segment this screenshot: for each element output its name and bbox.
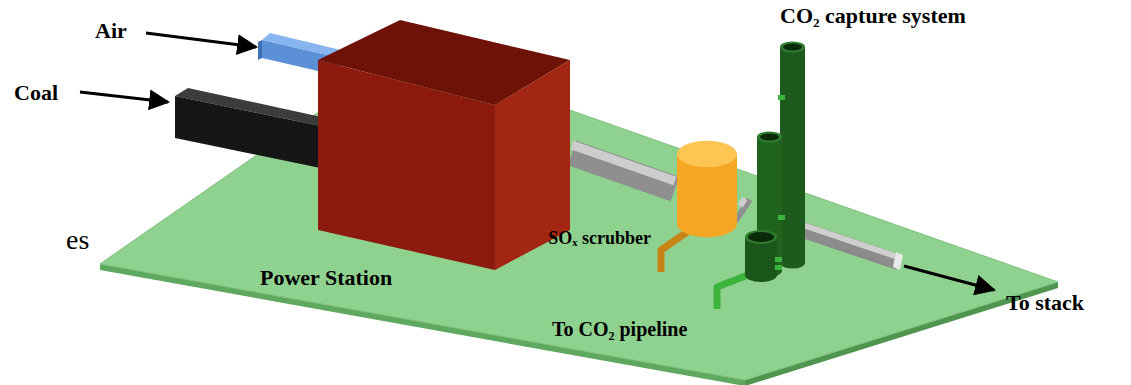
coal-arrow (80, 92, 168, 102)
column-link (778, 95, 785, 100)
flue-gas-duct (572, 145, 675, 189)
co2-capture-system: CO₂ capture system (745, 35, 810, 285)
node-label: Power Station (260, 265, 392, 290)
flash-column-opening (748, 232, 774, 242)
flash-column-top (745, 230, 777, 244)
air-arrow (146, 33, 256, 47)
co2-capture-system-shape (745, 35, 810, 285)
column-link (775, 257, 782, 262)
duct-highlight (740, 201, 745, 204)
scrubber-vessel-top (677, 141, 737, 167)
stack-duct (800, 229, 898, 262)
duct-highlight (572, 145, 675, 181)
power-station: Power Station (300, 15, 572, 315)
air-duct (258, 40, 262, 60)
ground-board (100, 52, 1058, 380)
duct-connector (740, 209, 745, 212)
sox-scrubber: SOₓ scrubber (675, 140, 740, 240)
stack-arrow (904, 266, 994, 290)
slide-text-fragment: es (66, 224, 89, 256)
column-link (778, 215, 785, 220)
stripper-column-opening (760, 134, 779, 141)
input-label: Air (95, 18, 127, 43)
sox-scrubber-shape (675, 140, 740, 240)
stripper-column-top (757, 132, 782, 143)
absorber-column (780, 258, 805, 269)
stack-duct (800, 224, 898, 257)
scrubber-outlet-pipe (661, 228, 693, 272)
flash-column (745, 268, 777, 282)
station-front (318, 60, 495, 270)
flue-gas-duct (740, 201, 745, 212)
coal-duct (175, 96, 330, 170)
absorber-column-top (780, 42, 805, 53)
input-label: Coal (14, 80, 58, 105)
absorber-column-opening (783, 44, 802, 51)
absorber-column (780, 47, 805, 263)
node-label: SOₓ scrubber (548, 228, 651, 249)
duct-end (893, 252, 903, 270)
column-link (775, 265, 782, 270)
output-label: To stack (1006, 290, 1084, 315)
node-label: CO₂ capture system (780, 3, 966, 28)
output-label: To CO₂ pipeline (552, 318, 687, 341)
scrubber-vessel (677, 211, 737, 237)
